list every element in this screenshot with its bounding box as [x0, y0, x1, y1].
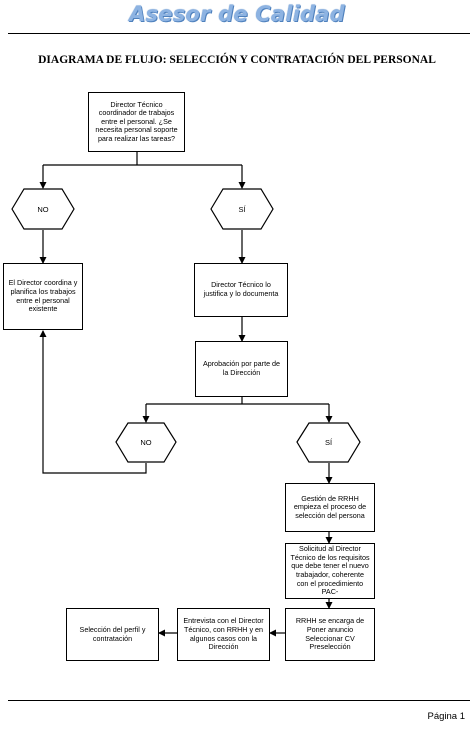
interview-box: Entrevista con el Director Técnico, con …: [177, 608, 270, 661]
decision-si-2-label: SÍ: [324, 438, 333, 447]
selection-hiring-box: Selección del perfil y contratación: [66, 608, 159, 661]
announcement-box: RRHH se encarga de Poner anuncio Selecci…: [285, 608, 375, 661]
decision-hexagon-no-2: [115, 422, 177, 463]
approval-box: Aprobación por parte de la Dirección: [195, 341, 288, 397]
header-divider: [8, 33, 470, 34]
decision-hexagon-no-1: [11, 188, 75, 230]
requirements-request-box: Solicitud al Director Técnico de los req…: [285, 543, 375, 599]
decision-no-2-label: NO: [140, 438, 152, 447]
decision-hexagon-si-1: [210, 188, 274, 230]
decision-si-1-label: SÍ: [238, 204, 246, 214]
justify-document-box: Director Técnico lo justifica y lo docum…: [194, 263, 288, 317]
brand-logo: Asesor de Calidad: [129, 2, 345, 26]
document-title: DIAGRAMA DE FLUJO: SELECCIÓN Y CONTRATAC…: [38, 54, 436, 66]
start-box: Director Técnico coordinador de trabajos…: [88, 92, 185, 152]
footer-divider: [8, 700, 470, 701]
coordinate-existing-staff-box: El Director coordina y planifica los tra…: [3, 263, 83, 330]
arrow-no2-back-to-coordina: [39, 330, 147, 474]
decision-hexagon-si-2: [296, 422, 361, 463]
page-number: Página 1: [427, 711, 465, 722]
decision-no-1-label: NO: [37, 204, 49, 214]
rrhh-process-box: Gestión de RRHH empieza el proceso de se…: [285, 483, 375, 532]
